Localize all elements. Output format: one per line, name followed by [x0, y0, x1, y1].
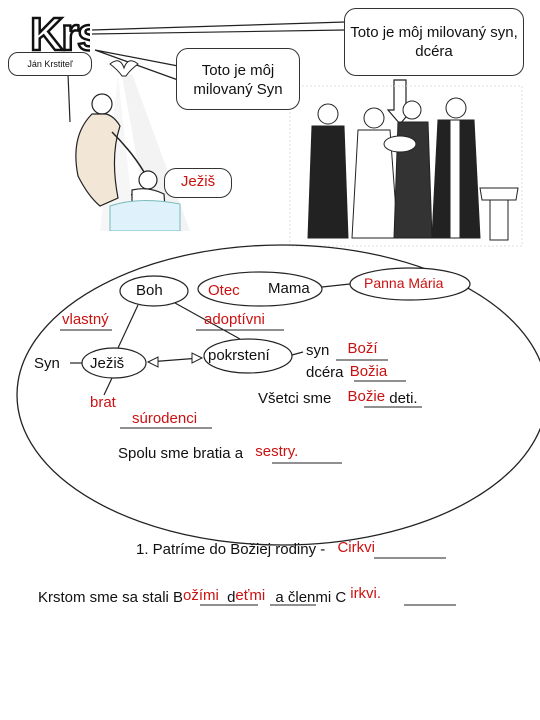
john-label: Ján Krstiteľ — [27, 59, 73, 69]
adoptivni-answer: adoptívni — [204, 311, 265, 328]
baptism-jesus-illustration — [40, 56, 190, 231]
parent-voice-bubble: Toto je môj milovaný syn, dcéra — [344, 8, 524, 76]
parent-voice-text: Toto je môj milovaný syn, dcéra — [350, 24, 518, 60]
question-1-prefix: 1. Patríme do Božiej rodiny - — [136, 541, 326, 558]
bratia-prefix: Spolu sme bratia a — [118, 445, 244, 462]
church-baptism-art — [307, 97, 519, 241]
question-2-answer-3: irkvi. — [350, 585, 382, 602]
jesus-label: Ježiš — [180, 173, 216, 190]
question-2-mid-2: a členmi C — [275, 589, 347, 606]
title-logo-text: Krst — [30, 8, 90, 56]
question-1: 1. Patríme do Božiej rodiny - Cirkvi — [136, 539, 375, 558]
vsetci-suffix: deti. — [389, 390, 418, 407]
dcera-line: dcéra Božia — [306, 363, 388, 381]
dcera-prefix: dcéra — [306, 364, 344, 381]
father-voice-bubble: Toto je môj milovaný Syn — [176, 48, 300, 110]
question-2-answer-2: eťmi — [235, 587, 266, 604]
vsetci-line: Všetci sme Božie deti. — [258, 388, 418, 407]
vlastny-answer: vlastný — [62, 311, 109, 328]
title-logo: Krst — [28, 6, 90, 56]
baptism-jesus-art — [75, 60, 190, 231]
dcera-answer: Božia — [349, 363, 388, 380]
john-label-bubble: Ján Krstiteľ — [8, 52, 92, 76]
question-2-mid: d — [227, 589, 236, 606]
surodenci-answer: súrodenci — [132, 410, 198, 427]
bratia-line: Spolu sme bratia a sestry. — [118, 443, 298, 462]
vsetci-answer: Božie — [347, 388, 386, 405]
question-2-answer-1: ožími — [183, 587, 219, 604]
bratia-answer: sestry. — [255, 443, 299, 460]
question-1-answer: Cirkvi — [337, 539, 375, 556]
question-2-prefix: Krstom sme sa stali B — [38, 589, 184, 606]
title-logo-art: Krst — [29, 7, 90, 56]
panna-maria-label: Panna Mária — [364, 275, 444, 291]
syn-line: syn Boží — [306, 340, 378, 359]
otec-label: Otec — [208, 282, 240, 299]
question-2: Krstom sme sa stali Božími deťmi a členm… — [38, 585, 381, 606]
syn-line-answer: Boží — [347, 340, 378, 357]
father-voice-text: Toto je môj milovaný Syn — [193, 62, 283, 98]
brat-answer: brat — [90, 394, 116, 411]
jesus-label-box: Ježiš — [164, 168, 232, 198]
mama-label: Mama — [268, 280, 310, 297]
pokrsteni-label: pokrstení — [208, 347, 270, 364]
syn-label: Syn — [34, 355, 60, 372]
vsetci-prefix: Všetci sme — [258, 390, 332, 407]
syn-line-prefix: syn — [306, 342, 330, 359]
church-baptism-illustration — [290, 88, 522, 246]
boh-label: Boh — [136, 282, 163, 299]
jezis-label: Ježiš — [90, 355, 125, 372]
